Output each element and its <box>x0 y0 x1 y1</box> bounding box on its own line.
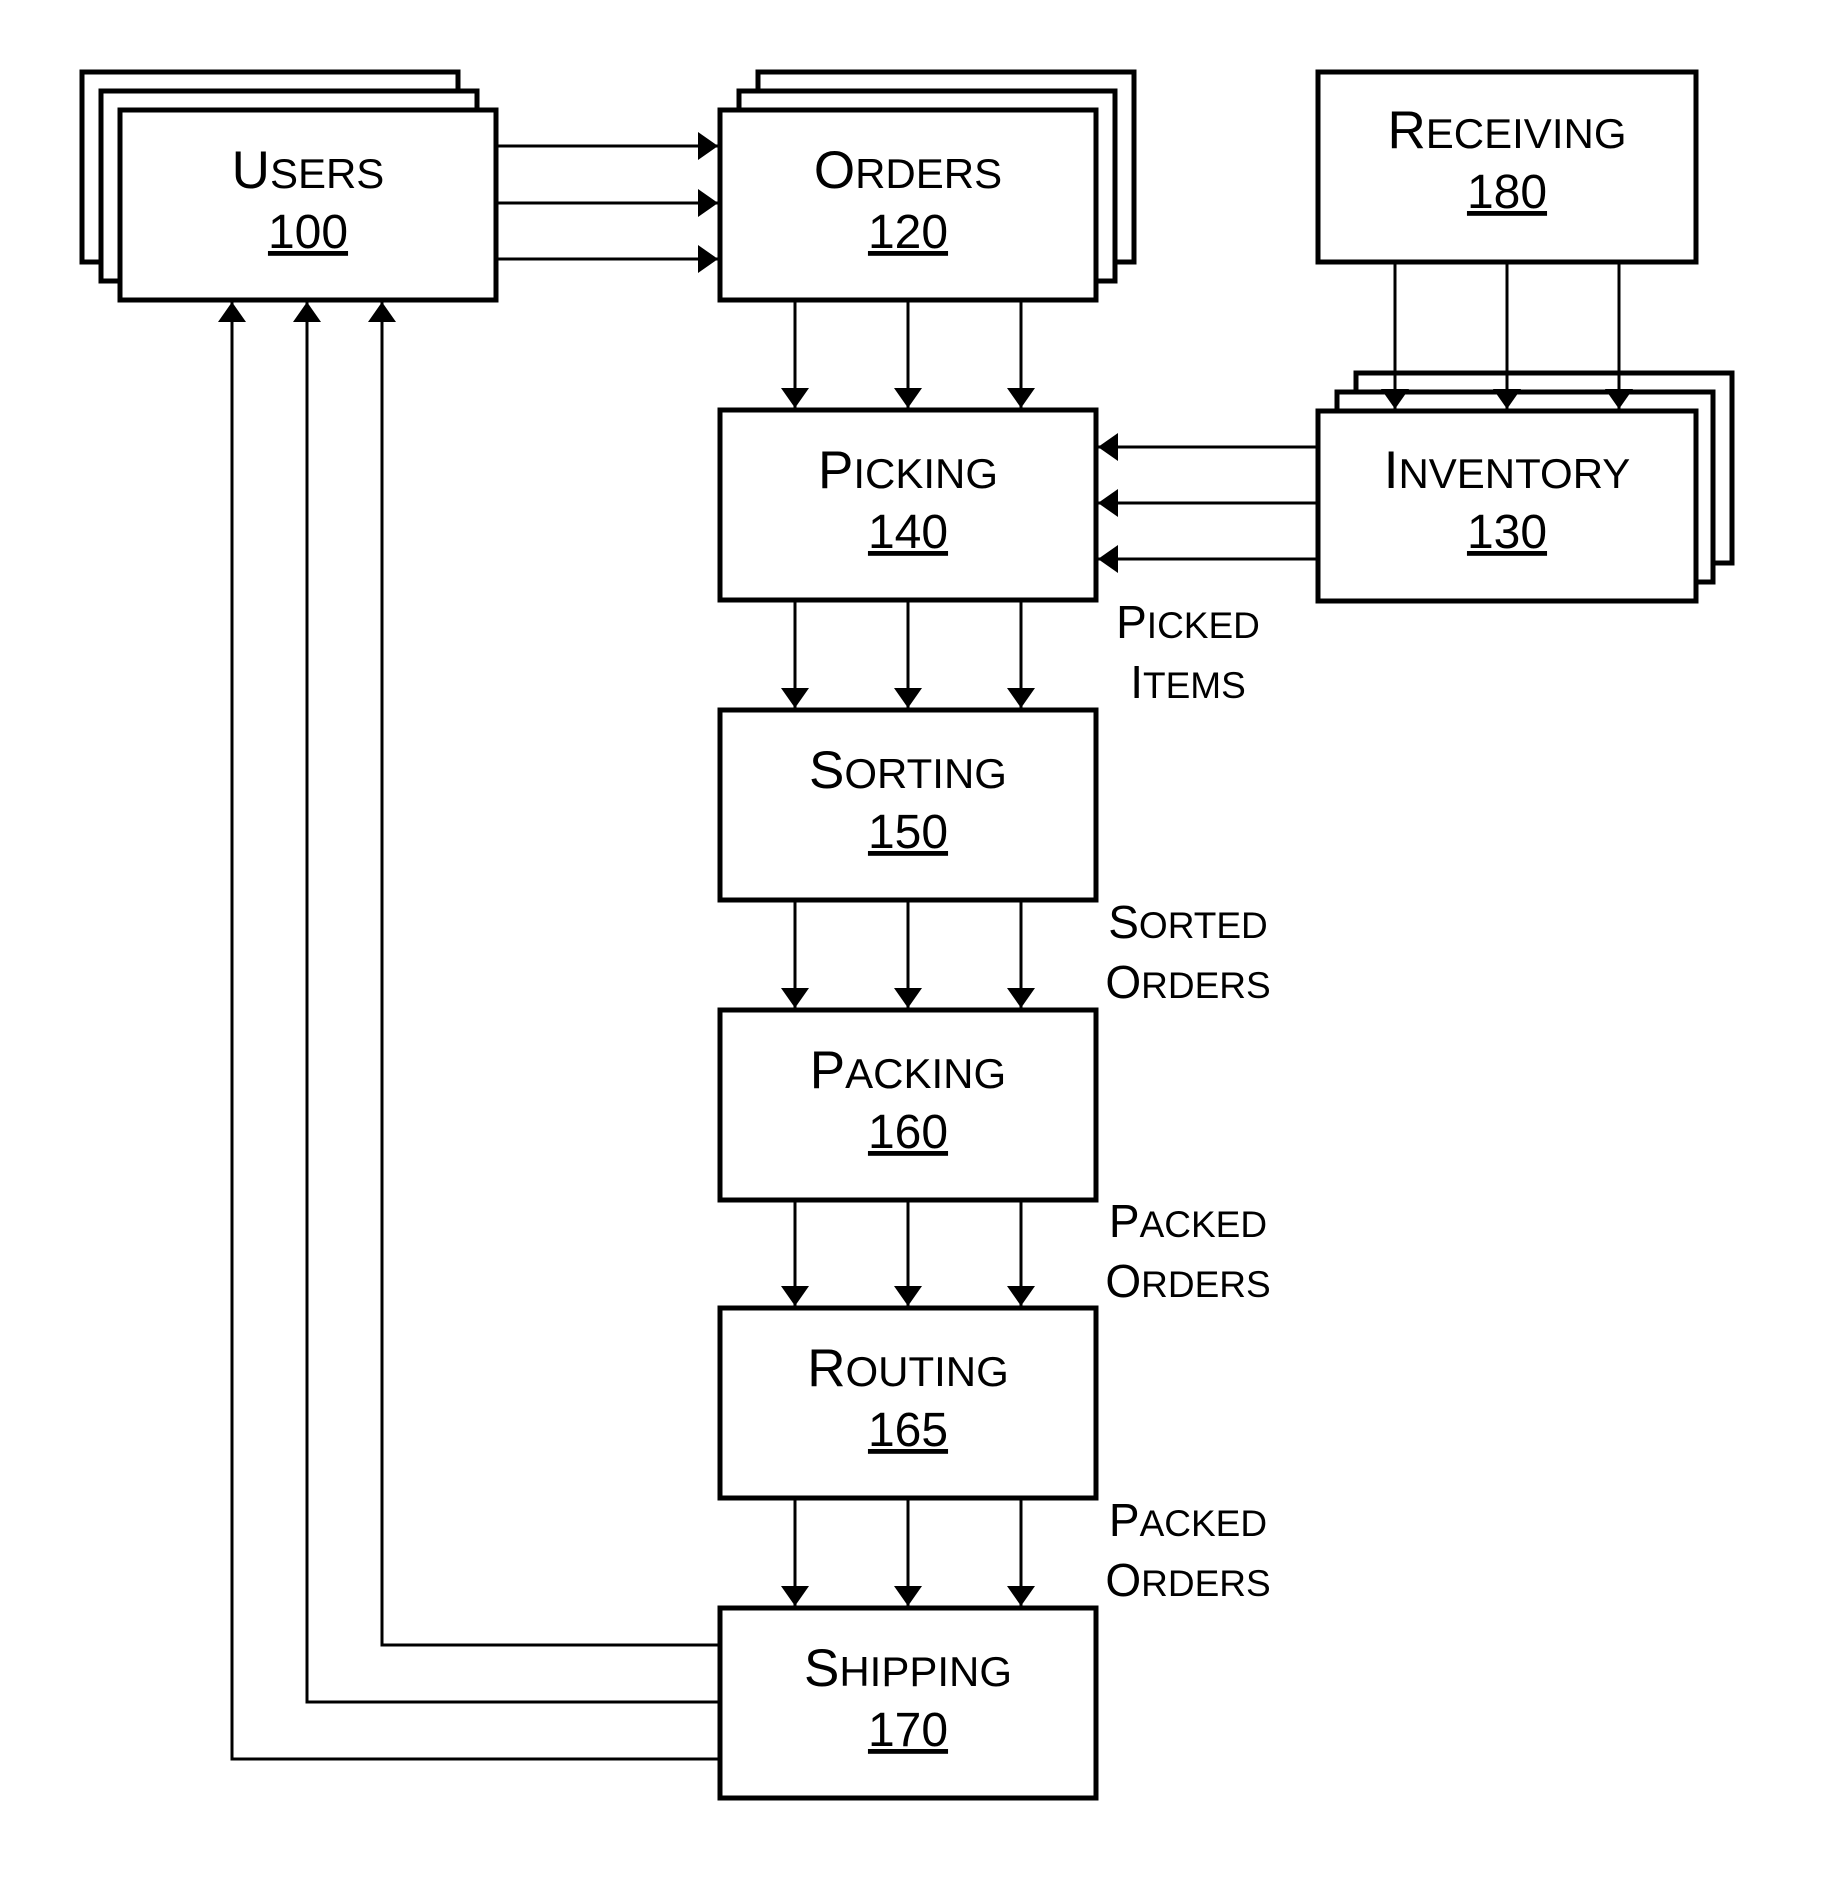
sorting-number: 150 <box>868 806 948 859</box>
picked-items-label: PICKED ITEMS <box>1116 596 1260 708</box>
svg-text:SHIPPING: SHIPPING <box>804 1639 1012 1698</box>
packing-number: 160 <box>868 1106 948 1159</box>
svg-text:ORDERS: ORDERS <box>1105 1554 1270 1606</box>
svg-text:PICKED: PICKED <box>1116 596 1260 648</box>
inventory-name: INVENTORY <box>1384 441 1631 500</box>
picking-box <box>720 410 1096 600</box>
svg-text:SORTING: SORTING <box>809 741 1007 800</box>
svg-text:ROUTING: ROUTING <box>807 1339 1009 1398</box>
routing-number: 165 <box>868 1404 948 1457</box>
orders-number: 120 <box>868 206 948 259</box>
svg-text:USERS: USERS <box>232 141 385 200</box>
picking-to-sorting-arrows <box>795 602 1021 708</box>
picked-items-line-2: ITEMS <box>1130 656 1246 708</box>
packed-orders-2-line-2: ORDERS <box>1105 1554 1270 1606</box>
routing-to-shipping-arrows <box>795 1500 1021 1606</box>
shipping-number: 170 <box>868 1704 948 1757</box>
shipping-box <box>720 1608 1096 1798</box>
picking-name: PICKING <box>818 441 998 500</box>
svg-text:INVENTORY: INVENTORY <box>1384 441 1631 500</box>
routing-name: ROUTING <box>807 1339 1009 1398</box>
users-number: 100 <box>268 206 348 259</box>
orders-to-picking-arrows <box>795 302 1021 408</box>
packing-name: PACKING <box>810 1041 1006 1100</box>
svg-text:PACKING: PACKING <box>810 1041 1006 1100</box>
svg-text:RECEIVING: RECEIVING <box>1388 101 1627 160</box>
svg-text:ORDERS: ORDERS <box>814 141 1002 200</box>
sorted-orders-line-1: SORTED <box>1108 896 1268 948</box>
svg-text:ITEMS: ITEMS <box>1130 656 1246 708</box>
orders-name: ORDERS <box>814 141 1002 200</box>
svg-text:ORDERS: ORDERS <box>1105 1255 1270 1307</box>
svg-text:SORTED: SORTED <box>1108 896 1268 948</box>
routing-box <box>720 1308 1096 1498</box>
users-box <box>120 110 496 300</box>
sorted-orders-label: SORTED ORDERS <box>1105 896 1270 1008</box>
svg-text:PACKED: PACKED <box>1109 1494 1267 1546</box>
picking-number: 140 <box>868 506 948 559</box>
packing-box <box>720 1010 1096 1200</box>
shipping-to-users-arrow <box>382 302 718 1645</box>
shipping-to-users-arrows <box>232 302 718 1759</box>
sorting-to-packing-arrows <box>795 902 1021 1008</box>
packed-orders-label-1: PACKED ORDERS <box>1105 1195 1270 1307</box>
packed-orders-1-line-2: ORDERS <box>1105 1255 1270 1307</box>
sorting-box <box>720 710 1096 900</box>
picked-items-line-1: PICKED <box>1116 596 1260 648</box>
users-to-orders-arrows <box>498 146 718 259</box>
inventory-to-picking-arrows <box>1098 447 1316 559</box>
packed-orders-1-line-1: PACKED <box>1109 1195 1267 1247</box>
receiving-name: RECEIVING <box>1388 101 1627 160</box>
orders-box <box>720 110 1096 300</box>
svg-text:ORDERS: ORDERS <box>1105 956 1270 1008</box>
svg-text:PACKED: PACKED <box>1109 1195 1267 1247</box>
users-name: USERS <box>232 141 385 200</box>
sorted-orders-line-2: ORDERS <box>1105 956 1270 1008</box>
shipping-name: SHIPPING <box>804 1639 1012 1698</box>
svg-text:PICKING: PICKING <box>818 441 998 500</box>
packing-to-routing-arrows <box>795 1202 1021 1306</box>
shipping-to-users-arrow <box>307 302 718 1702</box>
inventory-number: 130 <box>1467 506 1547 559</box>
shipping-to-users-arrow <box>232 302 718 1759</box>
sorting-name: SORTING <box>809 741 1007 800</box>
packed-orders-label-2: PACKED ORDERS <box>1105 1494 1270 1606</box>
receiving-number: 180 <box>1467 166 1547 219</box>
packed-orders-2-line-1: PACKED <box>1109 1494 1267 1546</box>
